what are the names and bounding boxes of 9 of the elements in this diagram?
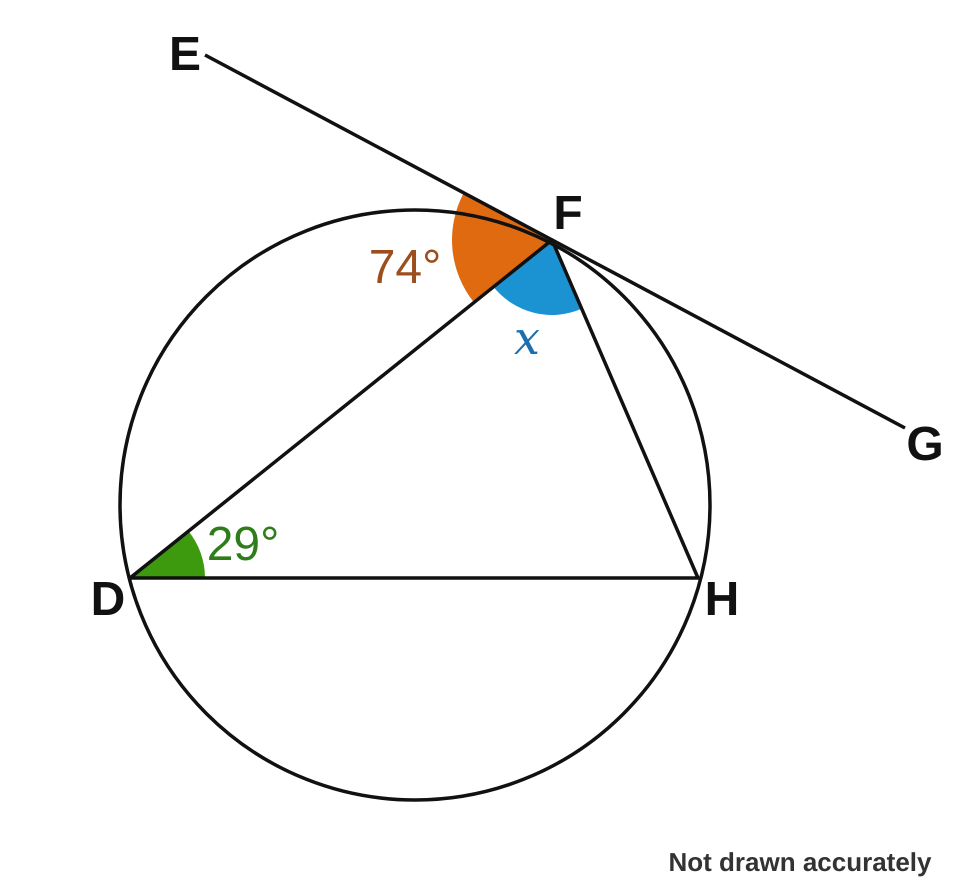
angle-label: 29° xyxy=(206,521,280,569)
point-label: E xyxy=(169,31,201,79)
note: Not drawn accurately xyxy=(668,849,932,875)
point-label: D xyxy=(90,576,126,624)
point-label: H xyxy=(704,576,740,624)
point-label: G xyxy=(906,421,944,469)
angle-label: 74° xyxy=(368,244,442,292)
point-label: F xyxy=(553,190,583,238)
angle-label: x xyxy=(514,315,540,361)
